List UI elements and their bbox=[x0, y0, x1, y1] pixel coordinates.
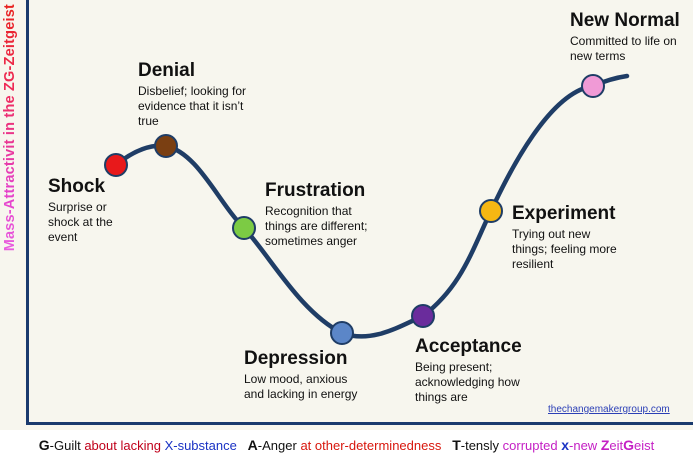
stage-acceptance-description: Being present; acknowledging how things … bbox=[415, 360, 520, 404]
stage-new-normal-description: Committed to life on new terms bbox=[570, 34, 677, 63]
marker-frustration bbox=[232, 216, 256, 240]
caption-segment: corrupted bbox=[502, 438, 562, 453]
caption-segment: -Anger bbox=[257, 438, 301, 453]
marker-new-normal bbox=[581, 74, 605, 98]
footer-caption: G-Guilt about lacking X-substance A-Ange… bbox=[0, 432, 693, 458]
stage-denial: Denial Disbelief; looking for evidence t… bbox=[138, 60, 250, 129]
stage-frustration-title: Frustration bbox=[265, 180, 366, 201]
diagram-panel bbox=[0, 0, 693, 430]
stage-shock: Shock Surprise or shock at the event bbox=[48, 176, 130, 245]
stage-experiment-title: Experiment bbox=[512, 203, 616, 224]
stage-depression-title: Depression bbox=[244, 348, 348, 369]
x-axis-line bbox=[26, 422, 693, 425]
caption-segment: G bbox=[38, 437, 50, 453]
stage-denial-description: Disbelief; looking for evidence that it … bbox=[138, 84, 247, 128]
stage-frustration: Frustration Recognition that things are … bbox=[265, 180, 385, 249]
stage-shock-title: Shock bbox=[48, 176, 106, 197]
caption-segment: eist bbox=[634, 438, 655, 453]
caption-segment: Z bbox=[600, 437, 610, 453]
y-axis-line bbox=[26, 0, 29, 425]
caption-segment: G bbox=[623, 437, 634, 453]
stage-experiment-description: Trying out new things; feeling more resi… bbox=[512, 227, 617, 271]
caption-segment: x bbox=[561, 437, 570, 453]
change-curve-line bbox=[113, 73, 630, 339]
change-curve-graphic bbox=[104, 73, 630, 345]
caption-segment: at other-determinedness bbox=[300, 438, 442, 453]
caption-segment: X-substance bbox=[164, 438, 237, 453]
caption-segment: -new bbox=[569, 438, 601, 453]
caption-segment bbox=[441, 438, 452, 453]
marker-experiment bbox=[479, 199, 503, 223]
marker-shock bbox=[104, 153, 128, 177]
marker-depression bbox=[330, 321, 354, 345]
caption-segment: eit bbox=[609, 438, 624, 453]
source-link[interactable]: thechangemakergroup.com bbox=[548, 404, 670, 415]
stage-depression: Depression Low mood, anxious and lacking… bbox=[244, 348, 360, 402]
stage-denial-title: Denial bbox=[138, 60, 196, 81]
stage-acceptance: Acceptance Being present; acknowledging … bbox=[415, 336, 529, 405]
stage-shock-description: Surprise or shock at the event bbox=[48, 200, 113, 244]
stage-frustration-description: Recognition that things are different; s… bbox=[265, 204, 368, 248]
marker-acceptance bbox=[411, 304, 435, 328]
caption-segment: -Guilt bbox=[49, 438, 85, 453]
caption-segment: A bbox=[247, 437, 258, 453]
stage-new-normal-title: New Normal bbox=[570, 10, 680, 31]
stage-depression-description: Low mood, anxious and lacking in energy bbox=[244, 372, 358, 401]
caption-segment bbox=[237, 438, 248, 453]
stage-experiment: Experiment Trying out new things; feelin… bbox=[512, 203, 622, 272]
stage-acceptance-title: Acceptance bbox=[415, 336, 522, 357]
marker-denial bbox=[154, 134, 178, 158]
caption-segment: -tensly bbox=[460, 438, 503, 453]
stage-new-normal: New Normal Committed to life on new term… bbox=[570, 10, 686, 64]
caption-segment: about lacking bbox=[84, 438, 165, 453]
caption-segment: T bbox=[452, 437, 461, 453]
